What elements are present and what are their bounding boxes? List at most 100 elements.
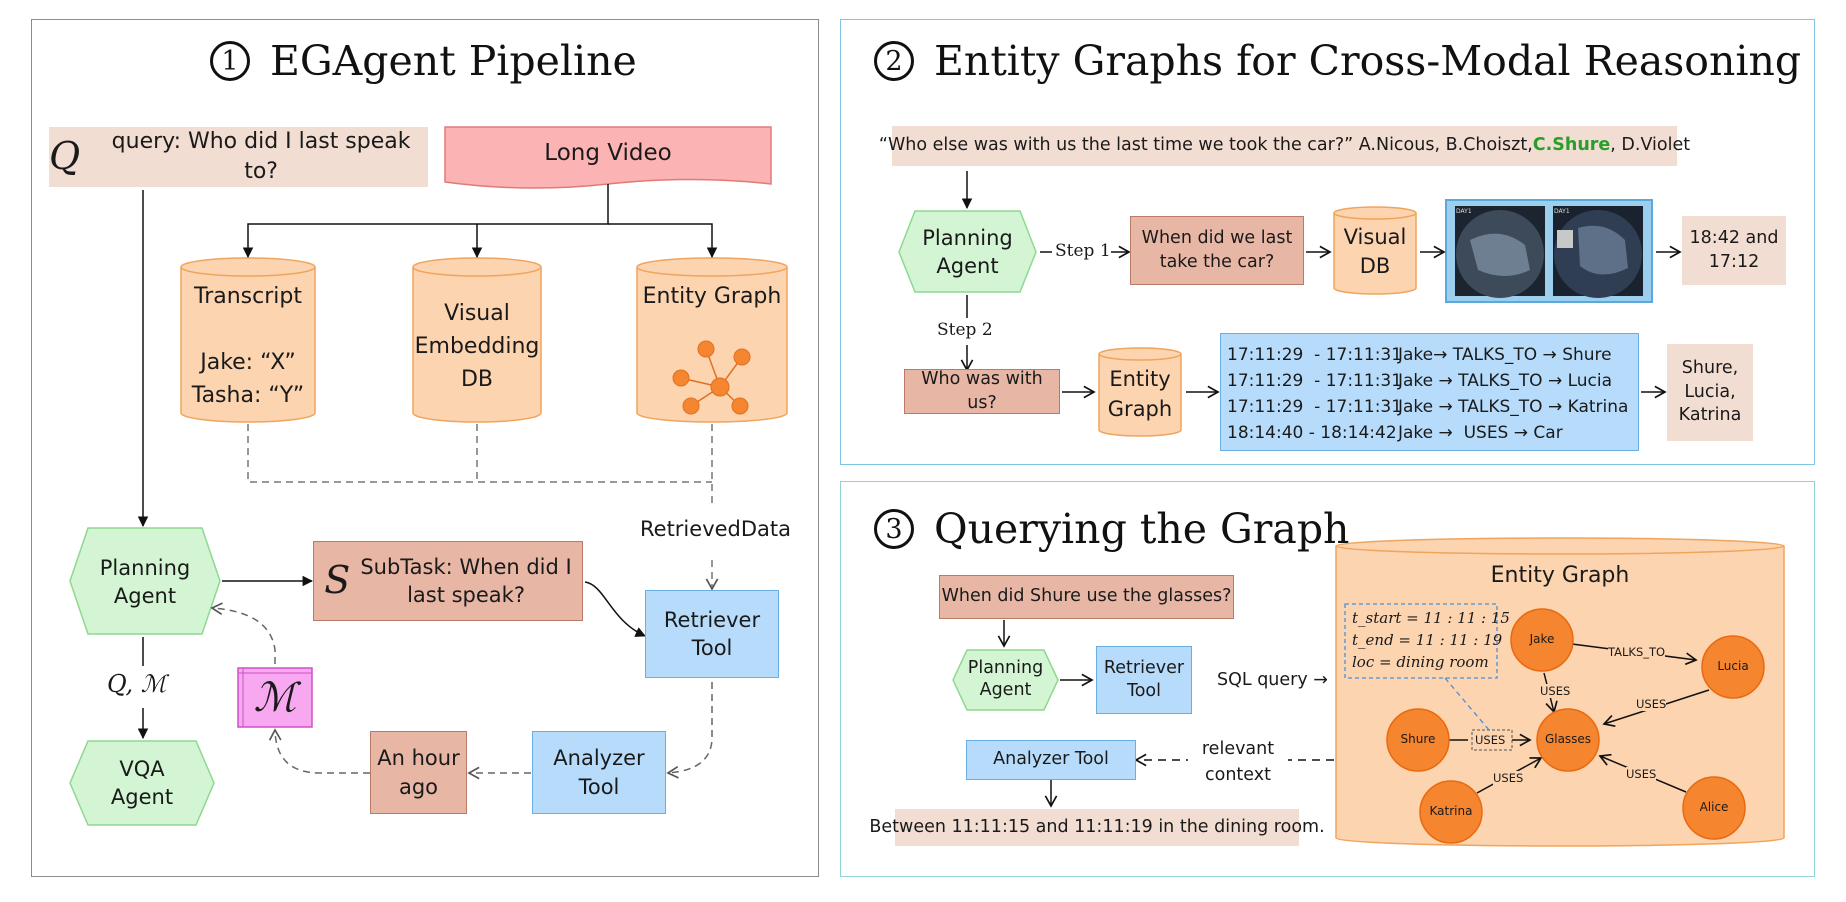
- p2-people-result: Shure, Lucia, Katrina: [1667, 344, 1753, 441]
- p3-graph-title: Entity Graph: [1490, 563, 1630, 588]
- transcript-label: Transcript Jake: “X” Tasha: “Y”: [181, 280, 315, 412]
- edge-label-katrina-uses: USES: [1493, 771, 1524, 785]
- step1-label: Step 1: [1055, 241, 1111, 261]
- p2-people-line1: Shure,: [1681, 358, 1739, 379]
- vqa-line2: Agent: [110, 785, 174, 809]
- p2-planning-line1: Planning: [922, 225, 1013, 250]
- relevant-context-label: relevant context: [1188, 736, 1288, 789]
- t-start-attr: t_start = 11 : 11 : 15: [1352, 609, 1510, 627]
- p3-answer: Between 11:11:15 and 11:11:19 in the din…: [869, 809, 1325, 846]
- p2-people-line2: Lucia,: [1684, 381, 1736, 402]
- frame2-caption: DAY1: [1554, 208, 1570, 215]
- node-label-jake: Jake: [1529, 632, 1555, 646]
- subtask-line1: SubTask: When did I: [360, 554, 572, 579]
- node-katrina: [1419, 780, 1483, 844]
- memory-box: [237, 667, 313, 728]
- node-label-lucia: Lucia: [1717, 659, 1749, 673]
- vqa-line1: VQA: [119, 756, 165, 781]
- retrieved-data-label: RetrievedData: [640, 517, 792, 541]
- panel1-title-text: EGAgent Pipeline: [270, 37, 637, 85]
- subtask-text: SubTask: When did I last speak?: [360, 553, 571, 610]
- graph-network-icon: [672, 340, 751, 415]
- transcript-title: Transcript: [194, 284, 302, 309]
- p2-planning-hexagon: [898, 210, 1037, 293]
- node-alice: [1682, 776, 1746, 840]
- relation-triple: Jake → TALKS_TO → Katrina: [1398, 397, 1629, 417]
- frame1-caption: DAY1: [1456, 208, 1472, 215]
- subtask-symbol: S: [324, 558, 351, 603]
- panel2-title: 2 Entity Graphs for Cross-Modal Reasonin…: [874, 37, 1801, 85]
- panel1-title: 1 EGAgent Pipeline: [210, 37, 637, 85]
- panel3-number: 3: [874, 509, 914, 549]
- transcript-cylinder: [180, 257, 316, 423]
- long-video-shape: [444, 126, 772, 189]
- p3-retriever-line1: Retriever: [1103, 658, 1185, 679]
- p2-entity-graph-label: Entity Graph: [1099, 364, 1181, 425]
- edge-label-talks-to: TALKS_TO: [1608, 645, 1666, 659]
- retriever-line1: Retriever: [663, 607, 761, 632]
- p2-entity-line2: Graph: [1107, 397, 1173, 422]
- p2-planning-line2: Agent: [936, 254, 999, 278]
- subtask-box: S SubTask: When did I last speak?: [313, 541, 583, 621]
- retriever-line2: Tool: [691, 636, 733, 660]
- edge-label-jake-uses: USES: [1540, 684, 1571, 698]
- node-glasses: [1536, 708, 1600, 772]
- planning-agent: Planning Agent: [70, 542, 220, 622]
- analyzer-line1: Analyzer: [553, 746, 645, 771]
- p2-time-line2: 17:12: [1708, 251, 1760, 272]
- relation-triple: Jake→ TALKS_TO → Shure: [1398, 345, 1612, 365]
- p3-planning-hexagon: [952, 649, 1059, 711]
- visual-db-line3: DB: [460, 367, 494, 392]
- planning-agent-line1: Planning: [99, 555, 191, 580]
- mcq-question-text: “Who else was with us the last time we t…: [878, 135, 1533, 156]
- mcq-question: “Who else was with us the last time we t…: [879, 126, 1690, 166]
- edge-attributes: t_start = 11 : 11 : 15 t_end = 11 : 11 :…: [1352, 607, 1510, 673]
- p2-q1-line1: When did we last: [1141, 227, 1293, 248]
- p3-planning-line1: Planning: [967, 658, 1044, 679]
- p2-entity-line1: Entity: [1109, 367, 1171, 391]
- p3-planning-line2: Agent: [979, 680, 1032, 700]
- relevant-line1: relevant: [1201, 739, 1275, 759]
- vqa-agent-hexagon: [69, 740, 215, 826]
- relevant-line2: context: [1205, 765, 1271, 786]
- relation-time: 17:11:29 - 17:11:31: [1227, 371, 1403, 391]
- planning-agent-hexagon: [69, 527, 221, 635]
- relation-time: 17:11:29 - 17:11:31: [1227, 345, 1403, 365]
- node-jake: [1510, 608, 1574, 672]
- p2-visual-db-cylinder: [1333, 206, 1417, 295]
- p2-visual-db-label: Visual DB: [1334, 223, 1416, 282]
- visual-embedding-label: Visual Embedding DB: [413, 297, 541, 396]
- p2-time-result: 18:42 and 17:12: [1682, 216, 1786, 285]
- p2-step2-question: Who was with us?: [904, 369, 1060, 414]
- vqa-agent: VQA Agent: [70, 750, 214, 816]
- p2-step1-question: When did we last take the car?: [1130, 216, 1304, 285]
- panel2-title-text: Entity Graphs for Cross-Modal Reasoning: [934, 37, 1802, 85]
- relation-triple: Jake → USES → Car: [1398, 423, 1563, 443]
- answer-line1: An hour: [377, 746, 460, 771]
- edge-label-lucia-uses: USES: [1636, 697, 1667, 711]
- panel3-title-text: Querying the Graph: [934, 505, 1350, 553]
- retriever-tool: Retriever Tool: [645, 590, 779, 678]
- p3-retriever-line2: Tool: [1127, 681, 1161, 701]
- transcript-line-tasha: Tasha: “Y”: [191, 383, 305, 408]
- p3-planning-agent: Planning Agent: [953, 652, 1058, 708]
- node-lucia: [1701, 635, 1765, 699]
- transcript-line-jake: Jake: “X”: [200, 350, 296, 375]
- video-frames-image: [1445, 199, 1653, 303]
- loc-attr: loc = dining room: [1352, 653, 1489, 671]
- node-label-glasses: Glasses: [1544, 732, 1592, 746]
- q-m-label: Q, ℳ: [107, 670, 167, 698]
- p2-time-line1: 18:42 and: [1689, 227, 1779, 248]
- panel1-number: 1: [210, 41, 250, 81]
- panel3-title: 3 Querying the Graph: [874, 505, 1349, 553]
- query-box: Q query: Who did I last speak to?: [49, 127, 428, 187]
- p2-visual-db-line2: DB: [1359, 254, 1391, 279]
- edge-label-shure-uses: USES: [1475, 733, 1506, 747]
- p2-q1-line2: take the car?: [1159, 251, 1275, 272]
- query-text: query: Who did I last speak to?: [111, 129, 411, 184]
